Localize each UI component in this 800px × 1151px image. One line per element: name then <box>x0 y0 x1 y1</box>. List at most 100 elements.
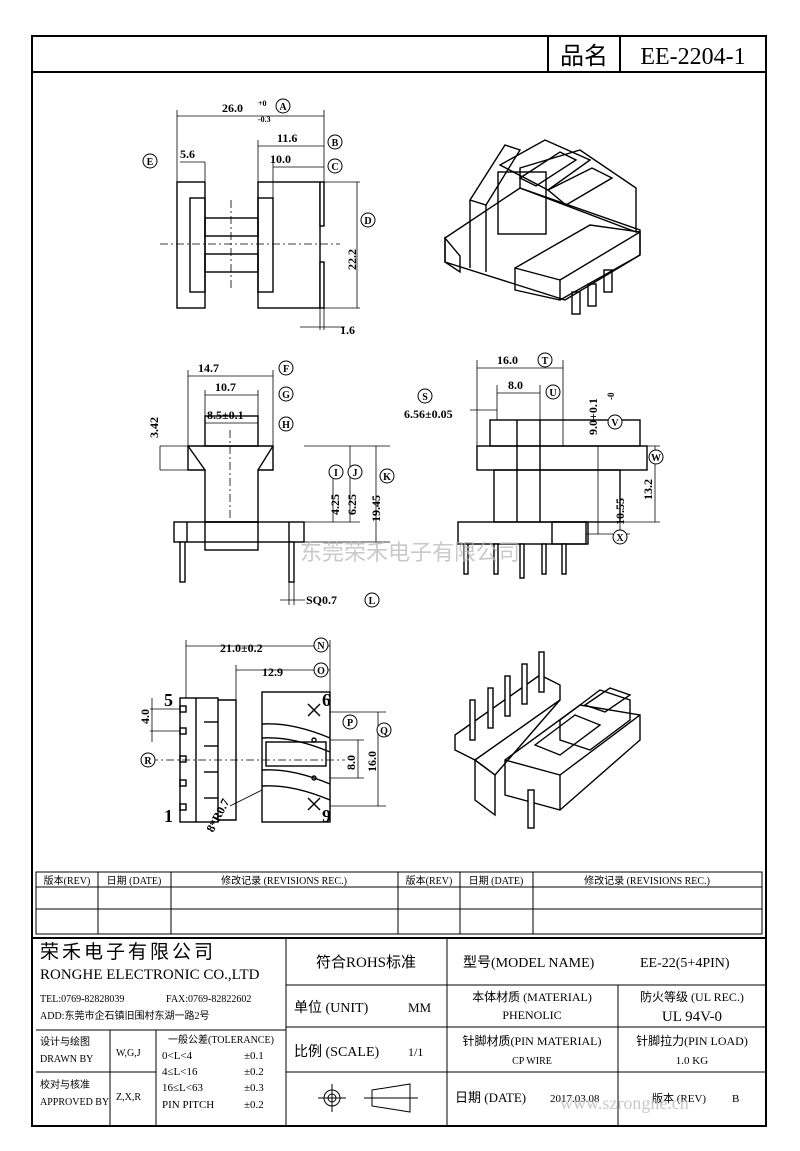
company-en: RONGHE ELECTRONIC CO.,LTD <box>40 967 260 983</box>
tag-l: L <box>364 592 380 608</box>
part-name-label: 品名 <box>560 43 608 70</box>
dim-c: 10.0 <box>270 152 291 166</box>
rec-col-1: 修改记录 (REVISIONS REC.) <box>221 874 347 887</box>
pin-9: 9 <box>322 806 331 826</box>
tag-d: D <box>360 212 376 228</box>
tag-n: N <box>313 637 329 653</box>
ul-value: UL 94V-0 <box>662 1009 722 1025</box>
rohs-label: 符合ROHS标准 <box>316 954 416 971</box>
dim-8-0: 8.0 <box>344 755 358 770</box>
date-col-2: 日期 (DATE) <box>469 875 524 887</box>
svg-text:J: J <box>353 468 358 479</box>
dim-4-0: 4.0 <box>138 709 152 724</box>
tag-v: V <box>607 414 623 430</box>
revision-table <box>35 871 763 935</box>
scale-label: 比例 (SCALE) <box>294 1044 379 1060</box>
approved-by-value: Z,X,R <box>116 1092 141 1103</box>
pin-material-value: CP WIRE <box>512 1056 552 1067</box>
dim-k: 19.45 <box>369 495 383 522</box>
dim-a-tol-dn: -0.3 <box>258 115 271 124</box>
side-view-right <box>457 360 660 579</box>
dim-v: 9.0+0.1 <box>586 398 600 435</box>
date-value: 2017.03.08 <box>550 1093 600 1105</box>
svg-text:X: X <box>616 533 624 544</box>
dim-g: 10.7 <box>215 380 236 394</box>
sheet-border <box>31 35 767 1127</box>
pin-load-label: 针脚拉力(PIN LOAD) <box>636 1033 748 1048</box>
pin-load-value: 1.0 KG <box>676 1055 708 1067</box>
tag-u: U <box>545 384 561 400</box>
svg-text:D: D <box>364 216 371 227</box>
top-view <box>160 110 360 330</box>
dim-e: 5.6 <box>180 147 195 161</box>
company-cn: 荣禾电子有限公司 <box>40 941 216 963</box>
svg-text:T: T <box>542 356 549 367</box>
tag-b: B <box>327 134 343 150</box>
tag-h: H <box>278 416 294 432</box>
svg-text:F: F <box>283 364 289 375</box>
svg-text:W: W <box>651 453 661 464</box>
tag-o: O <box>313 662 329 678</box>
tag-j: J <box>347 464 363 480</box>
tag-w: W <box>648 449 664 465</box>
company-tel: TEL:0769-82828039 <box>40 994 124 1005</box>
dim-r07: 8*R0.7 <box>203 796 232 834</box>
dim-a: 26.0 <box>222 101 243 115</box>
tag-e: E <box>142 153 158 169</box>
rev-value: B <box>732 1093 739 1105</box>
drawn-by-value: W,G,J <box>116 1048 141 1059</box>
tol-value-2: ±0.2 <box>244 1066 264 1078</box>
dim-b: 11.6 <box>277 131 297 145</box>
date-col-1: 日期 (DATE) <box>107 875 162 887</box>
dim-u: 8.0 <box>508 378 523 392</box>
svg-text:U: U <box>549 388 556 399</box>
svg-text:I: I <box>334 468 338 479</box>
tag-s: S <box>417 388 433 404</box>
tag-f: F <box>278 360 294 376</box>
dim-i: 4.25 <box>328 494 342 515</box>
tag-t: T <box>537 352 553 368</box>
rev-label: 版本 (REV) <box>652 1091 706 1105</box>
rev-col-1: 版本(REV) <box>44 874 91 887</box>
dim-h: 8.5±0.1 <box>207 408 244 422</box>
approved-by-en: APPROVED BY <box>40 1097 109 1108</box>
title-block <box>32 937 766 1126</box>
material-value: PHENOLIC <box>502 1008 561 1022</box>
dim-o: 12.9 <box>262 665 283 679</box>
dim-n: 21.0±0.2 <box>220 641 263 655</box>
dim-t: 16.0 <box>497 353 518 367</box>
tol-range-1: 0<L<4 <box>162 1050 193 1062</box>
rec-col-2: 修改记录 (REVISIONS REC.) <box>584 874 710 887</box>
part-number: EE-2204-1 <box>640 44 745 70</box>
pin-5: 5 <box>164 690 173 710</box>
svg-text:N: N <box>317 641 325 652</box>
drawn-by-cn: 设计与绘图 <box>40 1035 90 1048</box>
tol-range-2: 4≤L<16 <box>162 1066 198 1078</box>
dim-j: 6.25 <box>345 494 359 515</box>
dim-1-6: 1.6 <box>340 323 355 337</box>
website-watermark: www.szronghe.cn <box>560 1093 689 1113</box>
tag-i: I <box>328 464 344 480</box>
iso-view-top <box>444 139 641 315</box>
svg-text:L: L <box>369 596 376 607</box>
dim-3-42: 3.42 <box>147 417 161 438</box>
svg-text:K: K <box>383 472 391 483</box>
svg-text:P: P <box>347 718 353 729</box>
svg-text:G: G <box>282 390 290 401</box>
material-label: 本体材质 (MATERIAL) <box>472 990 592 1004</box>
tol-value-4: ±0.2 <box>244 1099 264 1111</box>
approved-by-cn: 校对与核准 <box>40 1078 90 1091</box>
dim-l: SQ0.7 <box>306 593 337 607</box>
tag-g: G <box>278 386 294 402</box>
dim-s: 6.56±0.05 <box>404 407 453 421</box>
svg-text:V: V <box>611 418 619 429</box>
tag-a: A <box>275 98 291 114</box>
date-label: 日期 (DATE) <box>455 1090 526 1105</box>
svg-text:C: C <box>331 162 338 173</box>
company-fax: FAX:0769-82822602 <box>166 994 251 1005</box>
svg-text:R: R <box>144 756 152 767</box>
tag-q: Q <box>376 722 392 738</box>
pin-6: 6 <box>322 690 331 710</box>
unit-label: 单位 (UNIT) <box>294 1000 369 1016</box>
